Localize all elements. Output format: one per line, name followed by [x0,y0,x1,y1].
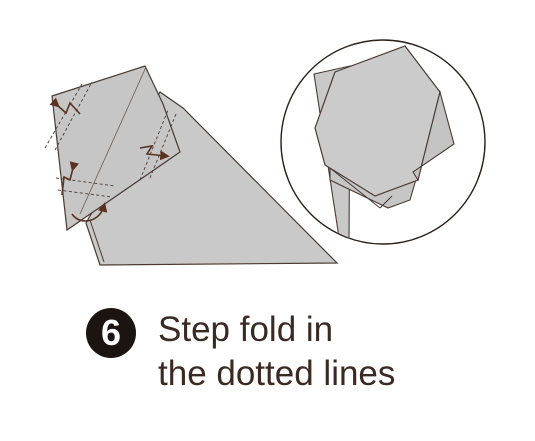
crease-line-2 [89,219,105,263]
step-fold-arrow [139,144,170,161]
step-number: 6 [100,312,122,353]
instruction-line-2: the dotted lines [158,354,396,393]
step-fold-arrow [61,161,80,196]
instruction-line-1: Step fold in [158,310,334,349]
preview-paper-hexagon [314,45,441,197]
preview-crease-2 [379,195,393,209]
main-fold-figure [44,65,339,266]
crease-line [79,66,147,215]
result-preview-circle [280,39,486,245]
preview-crease [329,167,381,209]
preview-paper-flap-right [412,89,455,182]
step-number-badge: 6 [86,308,136,358]
paper-folded-flap [51,65,181,232]
step-fold-arrow [49,97,81,115]
step-instruction: Step fold in the dotted lines [158,308,395,396]
curved-flip-arrow [71,202,108,222]
dotted-fold-lines [44,81,177,198]
